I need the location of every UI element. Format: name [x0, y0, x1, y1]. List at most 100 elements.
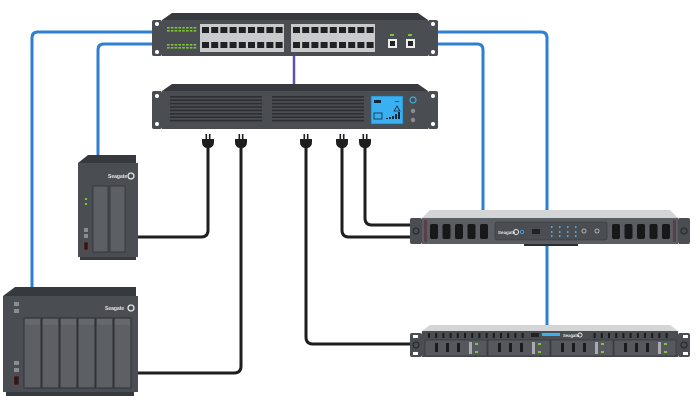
drive-bay-handle [97, 319, 112, 325]
drive-bay[interactable] [23, 317, 42, 389]
ethernet-port[interactable] [220, 27, 228, 33]
ethernet-port[interactable] [275, 27, 283, 33]
network-cable-6bay [30, 30, 160, 292]
ac-wave-icon: ~ [394, 98, 400, 106]
switch-ear-left [152, 20, 162, 56]
ethernet-port[interactable] [211, 42, 219, 48]
status-led [475, 351, 478, 353]
power-button-icon[interactable] [409, 96, 417, 104]
seagate-logo-icon [127, 304, 135, 312]
ethernet-port[interactable] [348, 42, 356, 48]
vent-slot [646, 343, 649, 352]
ethernet-port[interactable] [202, 27, 209, 33]
drive-bay[interactable] [92, 185, 109, 253]
nas-6bay-top [3, 287, 136, 296]
rack-4bay-top [422, 325, 678, 331]
ethernet-port[interactable] [248, 27, 255, 33]
ethernet-port[interactable] [266, 27, 274, 33]
ethernet-port[interactable] [275, 42, 283, 48]
nas-2bay[interactable]: Seagate [78, 155, 138, 260]
ethernet-port[interactable] [366, 27, 374, 33]
drive-bay[interactable] [424, 339, 488, 357]
drive-bay[interactable] [95, 317, 114, 389]
rack-4bay-nas[interactable]: Seagate [410, 325, 690, 357]
ethernet-port[interactable] [257, 42, 265, 48]
ethernet-port[interactable] [302, 27, 310, 33]
vent-slot [435, 333, 438, 338]
vent-slot [170, 116, 262, 118]
vent-slot [629, 333, 632, 338]
switch-ear-right [428, 20, 438, 56]
ethernet-port[interactable] [329, 42, 337, 48]
status-led [189, 44, 193, 46]
ethernet-port[interactable] [266, 42, 274, 48]
drive-bay[interactable] [487, 339, 551, 357]
status-led [167, 44, 170, 46]
nas-button[interactable] [84, 228, 88, 232]
switch-uplink-ports [388, 34, 415, 48]
brand-logo: Seagate [563, 333, 580, 338]
status-led [189, 47, 193, 49]
status-led [174, 27, 178, 29]
ethernet-port[interactable] [357, 27, 365, 33]
drive-bay[interactable] [41, 317, 60, 389]
seagate-logo-icon [513, 229, 519, 235]
ups[interactable]: ~ [152, 84, 438, 129]
ethernet-port[interactable] [202, 42, 209, 48]
ethernet-port[interactable] [238, 42, 246, 48]
rack-4bay-grill [428, 333, 668, 338]
vent-slot [615, 333, 618, 338]
nas-button[interactable] [84, 234, 88, 238]
rack-1u-nas[interactable]: Seagate [410, 210, 690, 246]
ethernet-port[interactable] [366, 42, 374, 48]
ethernet-port[interactable] [329, 27, 337, 33]
status-led [186, 44, 189, 46]
nas-button[interactable] [14, 368, 19, 372]
brand-logo: Seagate [105, 306, 124, 312]
ethernet-port[interactable] [357, 42, 365, 48]
drive-bay[interactable] [613, 339, 677, 357]
drive-bay[interactable] [77, 317, 96, 389]
battery-outline-icon [373, 112, 383, 120]
ethernet-port[interactable] [320, 27, 328, 33]
nas-6bay[interactable]: Seagate [3, 287, 138, 396]
warning-icon [393, 105, 401, 112]
nas-2bay-top [78, 155, 136, 163]
ethernet-port[interactable] [320, 42, 328, 48]
vent-slot [500, 333, 502, 338]
network-switch[interactable] [152, 13, 438, 56]
vent-slot [593, 333, 596, 338]
drive-bay[interactable] [113, 317, 132, 389]
drive-bay[interactable] [59, 317, 78, 389]
nas-button[interactable] [14, 309, 19, 313]
ethernet-port[interactable] [257, 27, 265, 33]
status-led [167, 30, 170, 32]
status-led [193, 27, 197, 29]
brand-logo: Seagate [498, 230, 516, 235]
rack-1u-button[interactable] [581, 228, 587, 234]
ethernet-port[interactable] [339, 27, 346, 33]
ethernet-port[interactable] [293, 42, 300, 48]
drive-bay[interactable] [550, 339, 614, 357]
ethernet-port[interactable] [339, 42, 346, 48]
ethernet-port[interactable] [229, 42, 237, 48]
ethernet-port[interactable] [248, 42, 255, 48]
rack-1u-button[interactable] [594, 228, 600, 234]
ethernet-port[interactable] [293, 27, 300, 33]
vent-slot [583, 343, 586, 352]
ethernet-port[interactable] [311, 42, 319, 48]
ethernet-port[interactable] [220, 42, 228, 48]
ethernet-port[interactable] [211, 27, 219, 33]
seagate-logo-icon [127, 172, 135, 180]
ethernet-port[interactable] [348, 27, 356, 33]
switch-status-leds [167, 27, 197, 49]
vent-slot [430, 224, 438, 239]
drive-bay[interactable] [109, 185, 126, 253]
nas-button[interactable] [14, 302, 19, 306]
ethernet-port[interactable] [229, 27, 237, 33]
ethernet-port[interactable] [302, 42, 310, 48]
ethernet-port [532, 229, 540, 234]
ethernet-port[interactable] [238, 27, 246, 33]
nas-button[interactable] [14, 361, 19, 365]
ethernet-port[interactable] [311, 27, 319, 33]
